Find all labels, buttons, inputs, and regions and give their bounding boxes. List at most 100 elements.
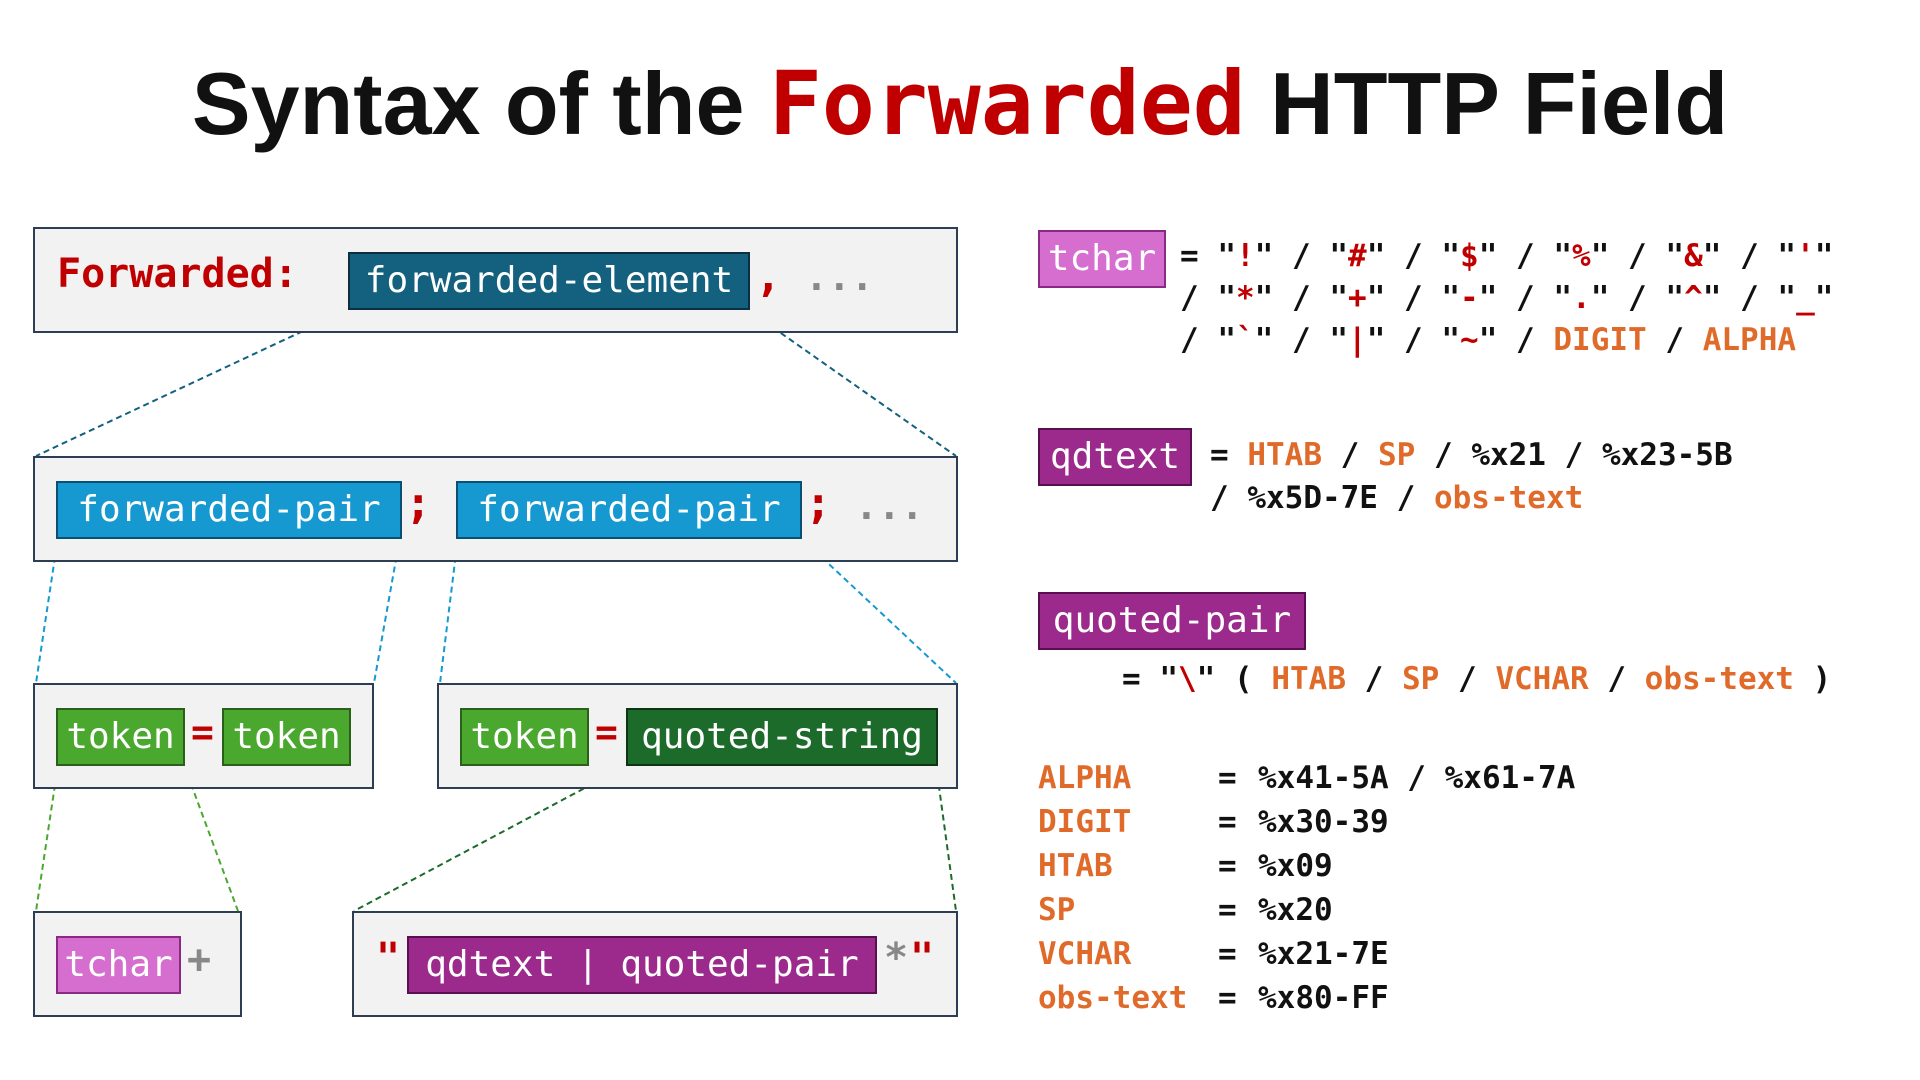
connector-qstring-left [353, 764, 629, 912]
core-rule-row: VCHAR=%x21-7E [1038, 936, 1389, 972]
rule-token: / [1497, 322, 1554, 358]
core-rule-row: DIGIT = %x30-39 [1038, 804, 1389, 840]
forwarded-label: Forwarded: [57, 251, 298, 297]
forwarded-header-box: Forwarded: forwarded-element , ... [33, 227, 958, 333]
semicolon-2: ; [805, 478, 832, 529]
rule-token: " [1441, 322, 1461, 358]
rule-token: / [1721, 280, 1778, 316]
rule-token: " [1665, 280, 1685, 316]
rule-token: / [1273, 322, 1330, 358]
star-sign: * [884, 935, 909, 981]
quoted-pair-rule-name: quoted-pair [1038, 592, 1306, 650]
rule-token: " [1590, 238, 1610, 274]
rule-token: " [1329, 322, 1349, 358]
rule-token: = [1122, 661, 1160, 697]
rule-token: " [1702, 238, 1722, 274]
rule-token: " [1478, 280, 1498, 316]
core-rule-value: %x41-5A / %x61-7A [1258, 760, 1576, 796]
rule-token: " [1590, 280, 1610, 316]
rule-token: ! [1236, 238, 1255, 274]
rule-token: " [1329, 280, 1349, 316]
rule-token: / [1321, 437, 1378, 473]
rule-token: " [1777, 280, 1797, 316]
rule-token: SP [1377, 437, 1416, 473]
rule-token: " [1478, 238, 1498, 274]
rule-token: ` [1236, 322, 1255, 358]
forwarded-element-chip: forwarded-element [348, 252, 750, 310]
rule-token: DIGIT [1553, 322, 1647, 358]
qdtext-rule-line-2: / %x5D-7E / obs-text [1210, 480, 1583, 516]
rule-token: / [1180, 322, 1218, 358]
rule-token: / [1273, 238, 1330, 274]
rule-token: %x5D-7E [1247, 480, 1378, 516]
open-quote: " [376, 935, 401, 981]
core-rule-equals: = [1218, 848, 1237, 884]
rule-token: . [1572, 280, 1591, 316]
token-chip-2: token [222, 708, 351, 766]
connector-token-left [35, 764, 59, 912]
comma: , [755, 251, 782, 302]
tchar-rule-line-3: / "`" / "|" / "~" / DIGIT / ALPHA [1180, 322, 1796, 358]
rule-token: HTAB [1271, 661, 1346, 697]
rule-token: " [1254, 238, 1274, 274]
core-rule-value: %x80-FF [1258, 980, 1389, 1016]
rule-token: " [1217, 322, 1236, 358]
rule-token: " [1441, 238, 1461, 274]
close-quote: " [910, 935, 935, 981]
connector-element-right [747, 309, 957, 457]
quoted-pair-rule-line: = "\" ( HTAB / SP / VCHAR / obs-text ) [1122, 661, 1831, 697]
rule-token: " [1553, 280, 1573, 316]
plus-sign: + [187, 937, 212, 983]
rule-token: VCHAR [1495, 661, 1589, 697]
core-rule-value: %x30-39 [1258, 804, 1389, 840]
rule-token: / [1180, 280, 1218, 316]
rule-token: / [1210, 480, 1248, 516]
rule-token: " [1196, 661, 1216, 697]
core-rule-name: SP [1038, 892, 1076, 928]
qdtext-rule-name: qdtext [1038, 428, 1192, 486]
rule-token: " [1366, 322, 1386, 358]
rule-token: & [1684, 238, 1703, 274]
core-rule-equals: = [1218, 936, 1237, 972]
rule-token: / [1497, 280, 1554, 316]
forwarded-pair-chip-2: forwarded-pair [456, 481, 802, 539]
rule-token: ^ [1684, 280, 1703, 316]
rule-token: " [1777, 238, 1797, 274]
tchar-chip: tchar [56, 936, 181, 994]
rule-token: " [1366, 280, 1386, 316]
rule-token: ~ [1460, 322, 1479, 358]
tchar-rule-name: tchar [1038, 230, 1166, 288]
core-rule-equals: = [1218, 980, 1237, 1016]
core-rule-row: ALPHA=%x41-5A / %x61-7A [1038, 760, 1575, 796]
rule-token: % [1572, 238, 1591, 274]
rule-token: / [1385, 322, 1442, 358]
core-rule-name: HTAB [1038, 848, 1113, 884]
quoted-string-chip: quoted-string [626, 708, 938, 766]
rule-token: / [1346, 661, 1402, 697]
core-rule-equals: = [1218, 804, 1237, 840]
rule-token: / [1415, 437, 1472, 473]
rule-token: " [1478, 322, 1498, 358]
rule-token: " [1814, 238, 1834, 274]
rule-token: - [1460, 280, 1479, 316]
core-rule-name: DIGIT [1038, 804, 1132, 840]
rule-token: / [1588, 661, 1645, 697]
rule-token: " [1159, 661, 1178, 697]
rule-token: " [1254, 322, 1274, 358]
rule-token: " [1702, 280, 1722, 316]
rule-token: / [1497, 238, 1554, 274]
tchar-rule-line-2: / "*" / "+" / "-" / "." / "^" / "_" [1180, 280, 1833, 316]
rule-token: / [1439, 661, 1496, 697]
equals-1: = [191, 710, 214, 754]
rule-token: ' [1796, 238, 1815, 274]
rule-token: _ [1796, 280, 1815, 316]
connector-element-left [35, 309, 349, 457]
token-chip-1: token [56, 708, 185, 766]
rule-token: ALPHA [1702, 322, 1797, 358]
core-rule-name: VCHAR [1038, 936, 1132, 972]
rule-token: | [1348, 322, 1367, 358]
core-rule-row: obs-text=%x80-FF [1038, 980, 1389, 1016]
ellipsis-1: ... [805, 255, 874, 299]
rule-token: + [1348, 280, 1367, 316]
rule-token: = [1180, 238, 1218, 274]
